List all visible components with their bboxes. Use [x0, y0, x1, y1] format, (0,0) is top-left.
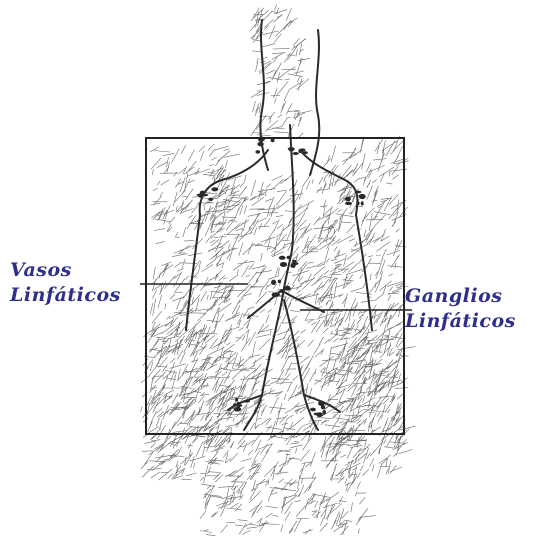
- vasos-label-line2: Linfáticos: [10, 283, 121, 308]
- lymph-node: [284, 287, 291, 291]
- lymph-node: [314, 413, 319, 416]
- lymph-node: [211, 187, 218, 191]
- lymph-trunk-0: [260, 20, 268, 170]
- lymph-trunk-2: [200, 150, 268, 215]
- lymph-node: [361, 201, 364, 205]
- lymph-node: [359, 194, 366, 199]
- lymph-node: [287, 256, 292, 260]
- lymphatic-vessel-network: [141, 5, 416, 536]
- lymph-node: [345, 197, 351, 200]
- lymph-node: [293, 152, 299, 155]
- lymph-node: [237, 404, 242, 407]
- ganglios-label-line2: Linfáticos: [405, 309, 516, 334]
- lymph-node: [280, 262, 287, 267]
- lymph-node: [310, 408, 316, 412]
- fine-vessel-strokes: [141, 5, 416, 536]
- lymph-node: [278, 280, 281, 284]
- lymph-node: [318, 413, 322, 416]
- lymph-node: [279, 289, 283, 293]
- lymph-trunk-3: [300, 150, 357, 215]
- lymph-node: [291, 262, 298, 265]
- lymph-node: [303, 151, 308, 154]
- lymph-node: [233, 403, 237, 406]
- lymph-node: [243, 400, 250, 403]
- lymph-node: [345, 202, 352, 205]
- lymph-node: [288, 148, 294, 151]
- lymph-node: [234, 407, 241, 412]
- lymph-node: [322, 410, 326, 415]
- ganglios-linfaticos-label: Ganglios Linfáticos: [405, 284, 516, 334]
- ganglios-label-line1: Ganglios: [405, 284, 516, 309]
- main-lymph-vessels: [186, 20, 372, 430]
- vasos-label-line1: Vasos: [10, 258, 121, 283]
- lymph-node: [300, 148, 306, 151]
- lymph-node: [271, 280, 276, 285]
- lymph-node: [318, 401, 325, 406]
- lymph-node: [272, 292, 279, 297]
- lymph-node: [356, 201, 359, 205]
- lymph-node: [279, 256, 286, 260]
- vasos-linfaticos-label: Vasos Linfáticos: [10, 258, 121, 308]
- lymph-node: [197, 194, 204, 196]
- lymph-node: [257, 142, 263, 147]
- lymph-trunk-8: [284, 292, 324, 312]
- lymph-trunk-1: [310, 30, 319, 175]
- lymph-node: [235, 398, 238, 402]
- lymph-node: [208, 198, 213, 201]
- lymph-node: [255, 150, 260, 154]
- lymph-node: [355, 191, 362, 193]
